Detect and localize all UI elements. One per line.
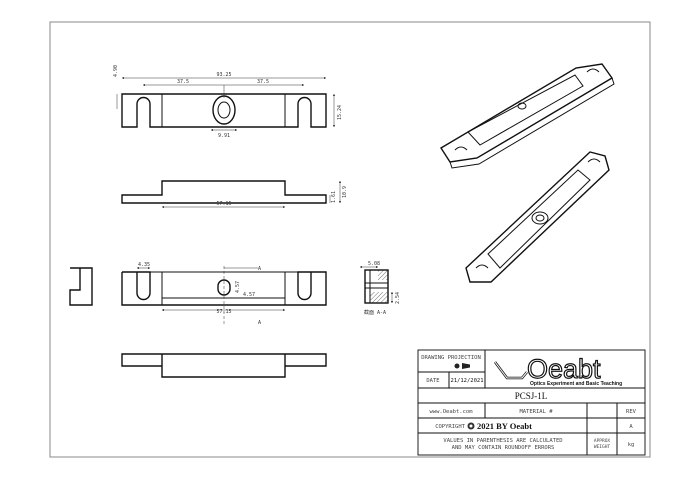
side-view: 57.15 10.9 1.61	[121, 180, 348, 208]
dim-raised-length-front: 57.15	[216, 309, 231, 315]
top-view: 93.25 37.5 37.5 4.90 15.24 9.91	[113, 65, 343, 139]
dim-pitch-right: 37.5	[257, 79, 269, 85]
isometric-view-bottom	[465, 151, 610, 283]
logo-text: Oeabt	[527, 354, 601, 384]
note-line-2: AND MAY CONTAIN ROUNDOFF ERRORS	[452, 445, 555, 451]
rev-label: REV	[626, 409, 637, 415]
copyright-text: 2021 BY Oeabt	[477, 421, 532, 431]
weight-label-1: APPROX	[594, 438, 611, 444]
dim-slot-hole-height: 4.57	[235, 281, 241, 293]
dim-height: 10.9	[342, 186, 348, 198]
dim-slot-width: 4.35	[138, 262, 150, 268]
sheet-border	[49, 21, 651, 458]
left-view	[69, 267, 93, 306]
section-marker-bottom: A	[258, 320, 261, 326]
dim-hole-width: 9.91	[218, 133, 230, 139]
dim-overall-length: 93.25	[216, 72, 231, 78]
front-view: A A 4.35 4.57 4.57 57.15	[121, 262, 327, 326]
dim-edge-to-slot: 4.90	[113, 65, 119, 77]
note-line-1: VALUES IN PARENTHESIS ARE CALCULATED	[443, 438, 562, 444]
dim-raised-length-side: 57.15	[216, 201, 231, 207]
date-label: DATE	[426, 378, 439, 384]
section-marker-top: A	[258, 266, 261, 272]
bottom-view	[121, 353, 327, 378]
dim-flange-thickness: 1.61	[331, 191, 337, 203]
website: www.Oeabt.com	[429, 409, 473, 415]
title-block: DRAWING PROJECTION DATE 21/12/2021 Oeabt…	[417, 349, 646, 456]
isometric-view-top	[440, 63, 615, 169]
drawing-projection-label: DRAWING PROJECTION	[421, 355, 481, 361]
weight-label-2: WEIGHT	[594, 444, 611, 450]
oeabt-logo-icon: Oeabt Optics Experiment and Basic Teachi…	[494, 353, 622, 387]
copyright-icon	[467, 422, 475, 430]
dim-pitch-left: 37.5	[177, 79, 189, 85]
weight-unit: kg	[628, 442, 635, 448]
section-label: 截面 A-A	[364, 309, 386, 316]
dim-slot-hole-depth: 4.57	[243, 292, 255, 298]
projection-symbol-icon	[454, 363, 470, 369]
logo-subtitle: Optics Experiment and Basic Teaching	[530, 381, 622, 387]
copyright-label: COPYRIGHT	[435, 424, 465, 430]
rev-value: A	[629, 424, 633, 430]
dim-section-width: 5.08	[368, 261, 380, 267]
dim-width: 15.24	[337, 105, 343, 120]
part-number: PCSJ-1L	[515, 391, 548, 401]
dim-section-height: 2.54	[395, 292, 401, 304]
date-value: 21/12/2021	[450, 378, 483, 384]
material-label: MATERIAL #	[519, 409, 553, 415]
section-view: 5.08 2.54 截面 A-A	[360, 261, 401, 316]
